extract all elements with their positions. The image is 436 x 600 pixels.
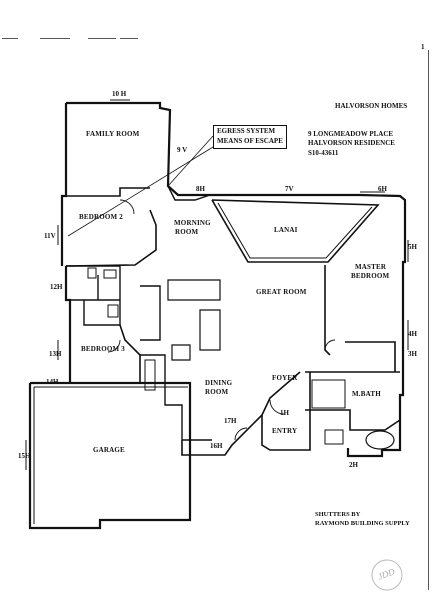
fixture [144, 359, 156, 391]
footer-line2: RAYMOND BUILDING SUPPLY [315, 520, 410, 527]
fixture [324, 429, 344, 445]
tag-1h: 1H [280, 409, 289, 417]
exterior-wall-east [346, 300, 405, 458]
door-swing [107, 339, 121, 353]
wall-bath-west [66, 265, 121, 326]
tag-16h: 16H [210, 442, 223, 450]
scan-mark [88, 38, 116, 39]
door-swing [324, 339, 336, 351]
room-dining-2: ROOM [205, 388, 229, 396]
room-entry: ENTRY [272, 427, 298, 435]
wall-hall [140, 285, 212, 441]
room-bedroom3: BEDROOM 3 [81, 345, 125, 353]
room-great: GREAT ROOM [256, 288, 307, 296]
permit-number: S10-43611 [308, 149, 339, 157]
room-bedroom2: BEDROOM 2 [79, 213, 123, 221]
egress-pointer [67, 146, 214, 237]
address: 9 LONGMEADOW PLACE [308, 130, 394, 138]
exterior-wall-north [210, 193, 407, 300]
lanai-wall [211, 199, 380, 263]
room-m-bath: M.BATH [352, 390, 381, 398]
tag-10h: 10 H [112, 90, 127, 98]
tag-3h: 3H [408, 350, 417, 358]
page-number: 1 [421, 43, 425, 51]
wall-bath-inner [311, 379, 346, 409]
egress-line2: MEANS OF ESCAPE [217, 137, 283, 145]
tag-14h: 14H [46, 378, 59, 386]
tag-4h: 4H [408, 330, 417, 338]
footer-line1: SHUTTERS BY [315, 511, 361, 518]
tag-2h: 2H [349, 461, 358, 469]
kitchen-counter [167, 279, 221, 361]
scan-mark [2, 38, 18, 39]
wall-foyer [261, 372, 311, 451]
door-swing [269, 399, 285, 415]
right-edge-line [428, 50, 429, 590]
room-foyer: FOYER [272, 374, 298, 382]
scan-mark [40, 38, 70, 39]
tag-11v: 11V [44, 232, 56, 240]
lanai-inner [217, 202, 373, 259]
company-name: HALVORSON HOMES [335, 102, 408, 110]
exterior-wall-bed3 [64, 266, 72, 383]
garage-wall [28, 381, 192, 530]
egress-note: EGRESS SYSTEM MEANS OF ESCAPE [213, 125, 287, 149]
window-mark [25, 99, 409, 470]
stamp-circle [371, 559, 403, 591]
tag-5h: 5H [408, 243, 417, 251]
exterior-wall-family-left [60, 103, 68, 266]
garage-inner [33, 386, 188, 524]
toilet-fixture [87, 267, 97, 279]
door-swing [119, 199, 135, 215]
room-garage: GARAGE [93, 446, 125, 454]
scan-mark [120, 38, 138, 39]
room-morning-1: MORNING [174, 219, 211, 227]
tag-17h: 17H [224, 417, 237, 425]
tag-12h: 12H [50, 283, 63, 291]
room-master-2: BEDROOM [351, 272, 390, 280]
wall-bed3 [70, 324, 141, 384]
room-lanai: LANAI [274, 226, 298, 234]
tag-15h: 15H [18, 452, 31, 460]
wall-family-bed2 [66, 187, 150, 197]
room-master-1: MASTER [355, 263, 387, 271]
tag-6h: 6H [378, 185, 387, 193]
room-family: FAMILY ROOM [86, 130, 140, 138]
exterior-wall-west [66, 101, 210, 197]
tag-13h: 13H [49, 350, 62, 358]
wall-master-bath [305, 341, 401, 431]
residence-name: HALVORSON RESIDENCE [308, 139, 395, 147]
sink-fixture [103, 269, 117, 279]
door-swing [234, 427, 248, 441]
tag-7v: 7V [285, 185, 294, 193]
room-dining-1: DINING [205, 379, 233, 387]
wall-morning-bay [167, 185, 211, 201]
bathtub [365, 430, 395, 450]
egress-line1: EGRESS SYSTEM [217, 127, 276, 135]
closet [107, 304, 119, 318]
wall-dining [181, 371, 301, 456]
tag-9v: 9 V [177, 146, 188, 154]
room-morning-2: ROOM [175, 228, 199, 236]
tag-8h: 8H [196, 185, 205, 193]
